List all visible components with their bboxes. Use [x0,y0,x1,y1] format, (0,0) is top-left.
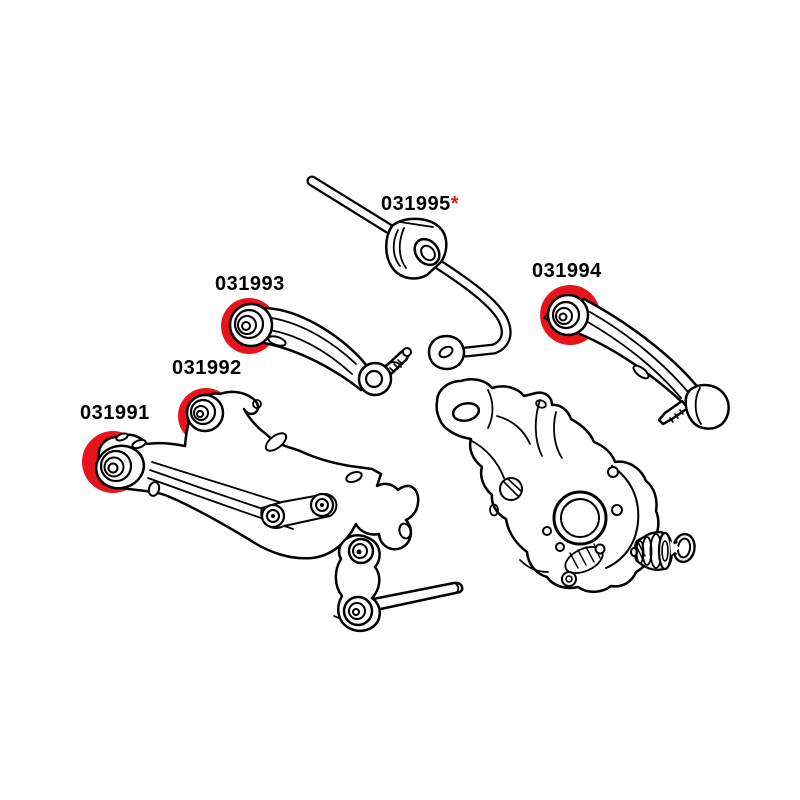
part-number: 031994 [532,260,602,282]
ball-joint [657,383,730,430]
anti-roll-bar [306,175,512,371]
toe-link-rod [371,581,464,612]
upper-arm-front [228,302,412,397]
snap-ring [670,532,696,564]
integral-link [333,533,381,633]
part-number: 031995 [381,193,451,215]
upper-arm-rear [543,293,730,430]
part-label-031995: 031995* [381,193,459,216]
bushing-031991 [94,444,146,490]
part-label-031993: 031993 [215,273,285,296]
part-number: 031993 [215,273,285,295]
part-number: 031992 [172,357,242,379]
part-label-031991: 031991 [80,402,150,425]
lower-control-arm [94,390,420,560]
ball-joint [357,347,412,397]
part-label-031992: 031992 [172,357,242,380]
sway-bar-bushing [385,217,448,280]
part-label-031994: 031994 [532,260,602,283]
bushing-031992 [185,393,262,433]
bump-stop-bushing [630,530,674,572]
footnote-asterisk: * [450,193,460,215]
wheel-knuckle [435,378,660,593]
part-number: 031991 [80,402,150,424]
